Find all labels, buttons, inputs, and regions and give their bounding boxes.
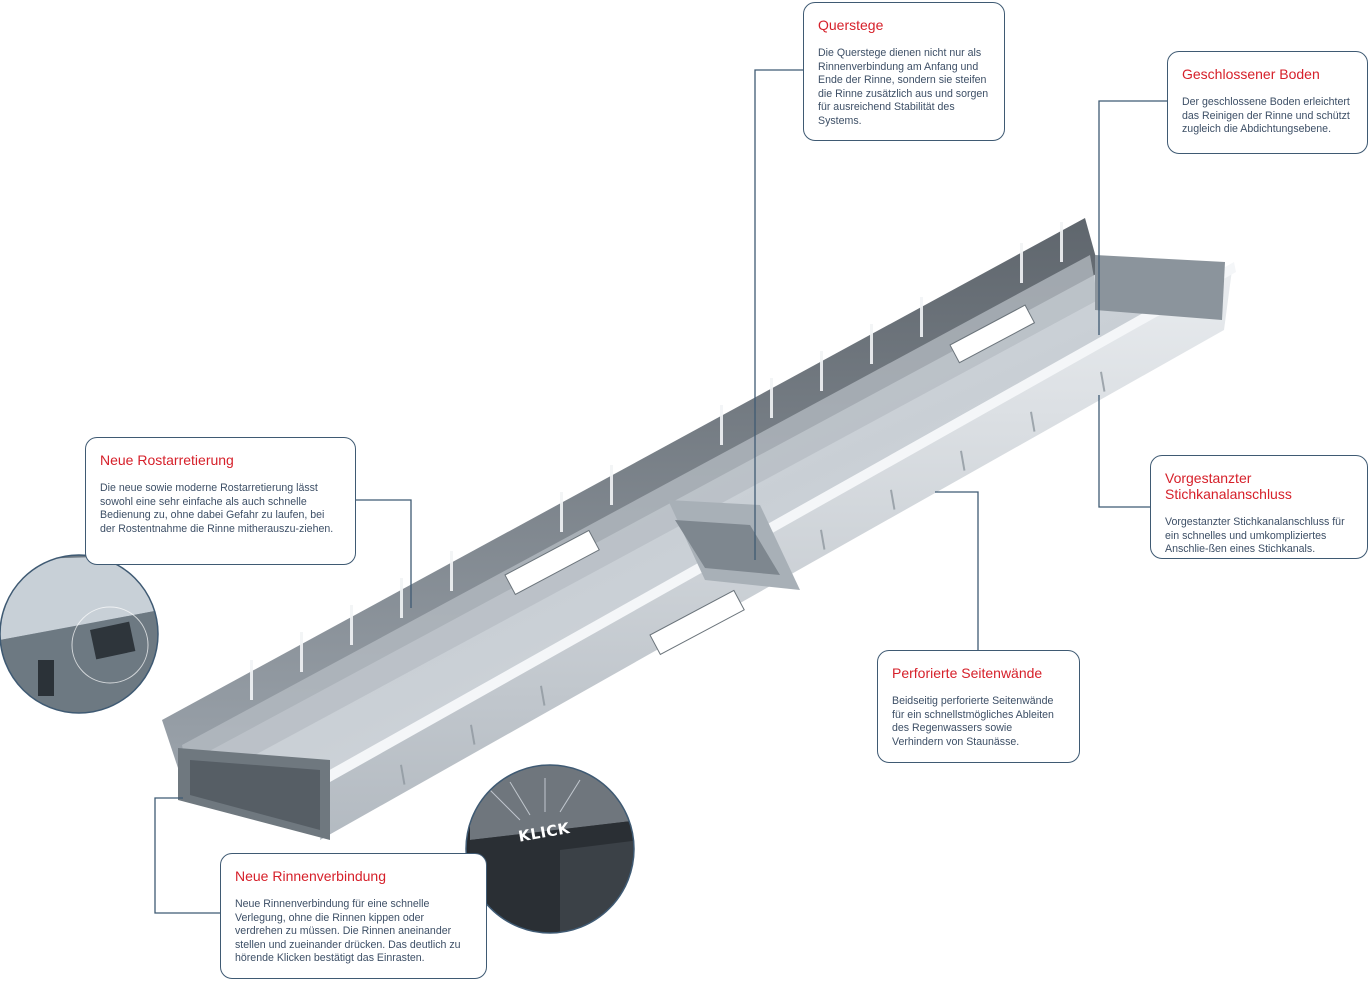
detail-klick [466, 765, 634, 933]
callout-title: Vorgestanzter Stichkanalanschluss [1165, 470, 1292, 502]
connector-lines [154, 69, 1167, 914]
callout-title: Querstege [818, 17, 884, 33]
end-frame-far [1095, 255, 1225, 320]
callout-text: Vorgestanzter Stichkanalanschluss für ei… [1165, 516, 1345, 556]
stichkanal-cutouts [504, 304, 1036, 656]
front-wall-perforations [400, 371, 1106, 785]
callout-rinnenverbindung: Neue Rinnenverbindung Neue Rinnenverbind… [220, 853, 487, 979]
callout-title: Perforierte Seitenwände [892, 665, 1043, 681]
callout-text: Beidseitig perforierte Seitenwände für e… [892, 695, 1054, 748]
callout-rostarretierung: Neue Rostarretierung Die neue sowie mode… [85, 437, 356, 565]
callout-text: Die neue sowie moderne Rostarretierung l… [100, 482, 334, 535]
callout-text: Der geschlossene Boden erleichtert das R… [1182, 96, 1350, 136]
callout-text: Neue Rinnenverbindung für eine schnelle … [235, 898, 461, 965]
callout-text: Die Querstege dienen nicht nur als Rinne… [818, 47, 989, 127]
callout-title: Geschlossener Boden [1182, 66, 1320, 82]
callout-geschlossener-boden: Geschlossener Boden Der geschlossene Bod… [1167, 51, 1368, 154]
callout-perforierte-seitenwaende: Perforierte Seitenwände Beidseitig perfo… [877, 650, 1080, 763]
detail-rostarretierung [0, 555, 158, 713]
callout-querstege: Querstege Die Querstege dienen nicht nur… [803, 2, 1005, 141]
callout-stichkanalanschluss: Vorgestanzter Stichkanalanschluss Vorges… [1150, 455, 1368, 559]
back-wall-slots [250, 222, 1063, 700]
callout-title: Neue Rostarretierung [100, 452, 234, 468]
callout-title: Neue Rinnenverbindung [235, 868, 386, 884]
